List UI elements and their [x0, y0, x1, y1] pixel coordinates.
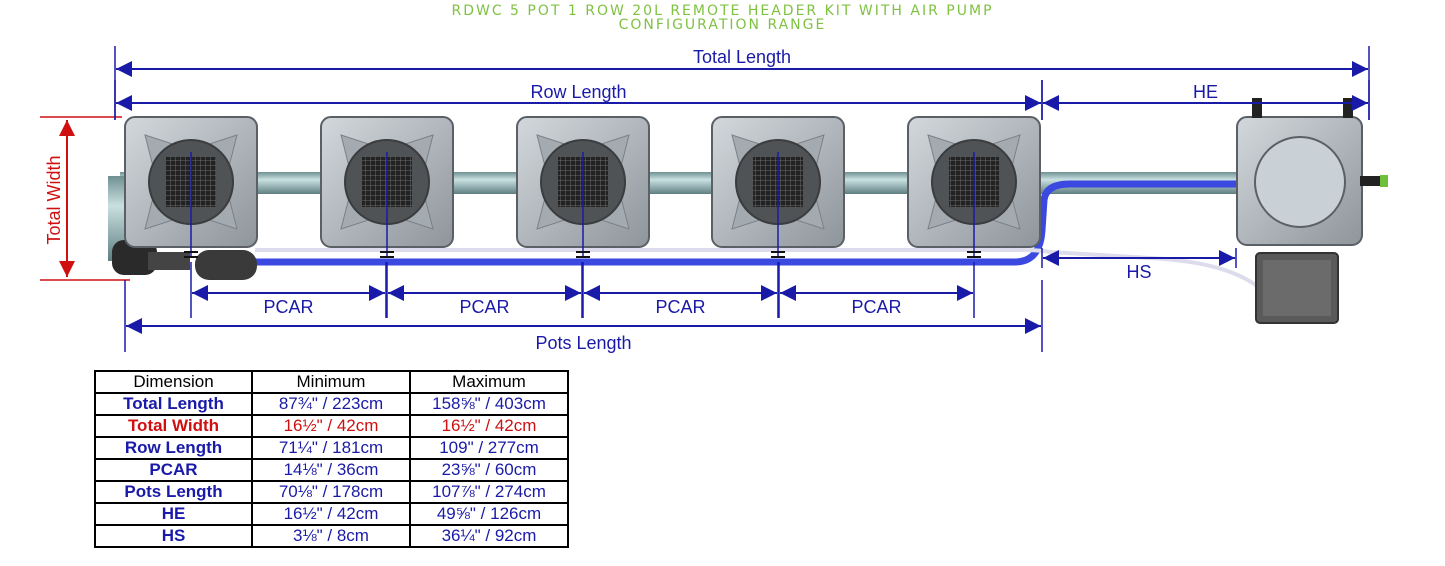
pcar-dimension-4: PCAR [778, 262, 975, 318]
cell-name: Row Length [94, 436, 253, 460]
pots-length-dimension-label: Pots Length [535, 333, 631, 353]
pot-1 [124, 116, 258, 258]
air-hose [255, 248, 1264, 292]
cell-name: PCAR [94, 458, 253, 482]
cell-min: 87¾" / 223cm [251, 392, 411, 416]
cell-max: 16½" / 42cm [409, 414, 569, 438]
hs-dimension: HS [1041, 248, 1237, 282]
row-length-dimension-label: Row Length [530, 82, 626, 102]
pcar-dimension-2-label: PCAR [459, 297, 509, 317]
cell-max: 109" / 277cm [409, 436, 569, 460]
pot-3 [516, 116, 650, 258]
cell-name: HS [94, 524, 253, 548]
cell-max: 36¼" / 92cm [409, 524, 569, 548]
pcar-dimension-3-label: PCAR [655, 297, 705, 317]
diagram-title-line1: RDWC 5 POT 1 ROW 20L REMOTE HEADER KIT W… [451, 3, 994, 19]
elbow-fitting [112, 240, 157, 275]
pot-5 [907, 116, 1041, 258]
cell-max: 107⅞" / 274cm [409, 480, 569, 504]
cell-name: Total Length [94, 392, 253, 416]
cell-max: 23⅝" / 60cm [409, 458, 569, 482]
water-pump-icon [195, 250, 257, 280]
header-maximum: Maximum [409, 370, 569, 394]
air-pump-icon [1255, 252, 1339, 324]
cell-name: Total Width [94, 414, 253, 438]
pcar-dimension-3: PCAR [582, 262, 779, 318]
pcar-dimension-1: PCAR [190, 262, 387, 318]
pots-length-dimension: Pots Length [124, 280, 1043, 353]
cell-max: 49⅝" / 126cm [409, 502, 569, 526]
cell-min: 70⅛" / 178cm [251, 480, 411, 504]
remote-header-tank [1236, 98, 1388, 246]
he-dimension-label: HE [1193, 82, 1218, 102]
table-header-row: Dimension Minimum Maximum [94, 370, 569, 394]
total-length-dimension-label: Total Length [693, 47, 791, 67]
pot-2 [320, 116, 454, 258]
header-dimension: Dimension [94, 370, 253, 394]
cell-min: 71¼" / 181cm [251, 436, 411, 460]
hs-dimension-label: HS [1126, 262, 1151, 282]
cell-max: 158⅝" / 403cm [409, 392, 569, 416]
he-dimension: HE [1041, 80, 1370, 120]
pcar-dimension-2: PCAR [386, 262, 583, 318]
total-width-dimension: Total Width [40, 116, 130, 281]
cell-min: 16½" / 42cm [251, 502, 411, 526]
cell-name: Pots Length [94, 480, 253, 504]
header-minimum: Minimum [251, 370, 411, 394]
pot-4 [711, 116, 845, 258]
total-width-label: Total Width [44, 155, 64, 244]
valve-fitting [148, 252, 190, 270]
total-length-dimension: Total Length [114, 46, 1370, 120]
pcar-dimension-4-label: PCAR [851, 297, 901, 317]
blue-hose [255, 180, 1240, 266]
cell-name: HE [94, 502, 253, 526]
row-length-dimension: Row Length [114, 80, 1043, 120]
cell-min: 3⅛" / 8cm [251, 524, 411, 548]
cell-min: 16½" / 42cm [251, 414, 411, 438]
diagram-title-line2: CONFIGURATION RANGE [618, 17, 827, 33]
cell-min: 14⅛" / 36cm [251, 458, 411, 482]
pcar-dimension-1-label: PCAR [263, 297, 313, 317]
